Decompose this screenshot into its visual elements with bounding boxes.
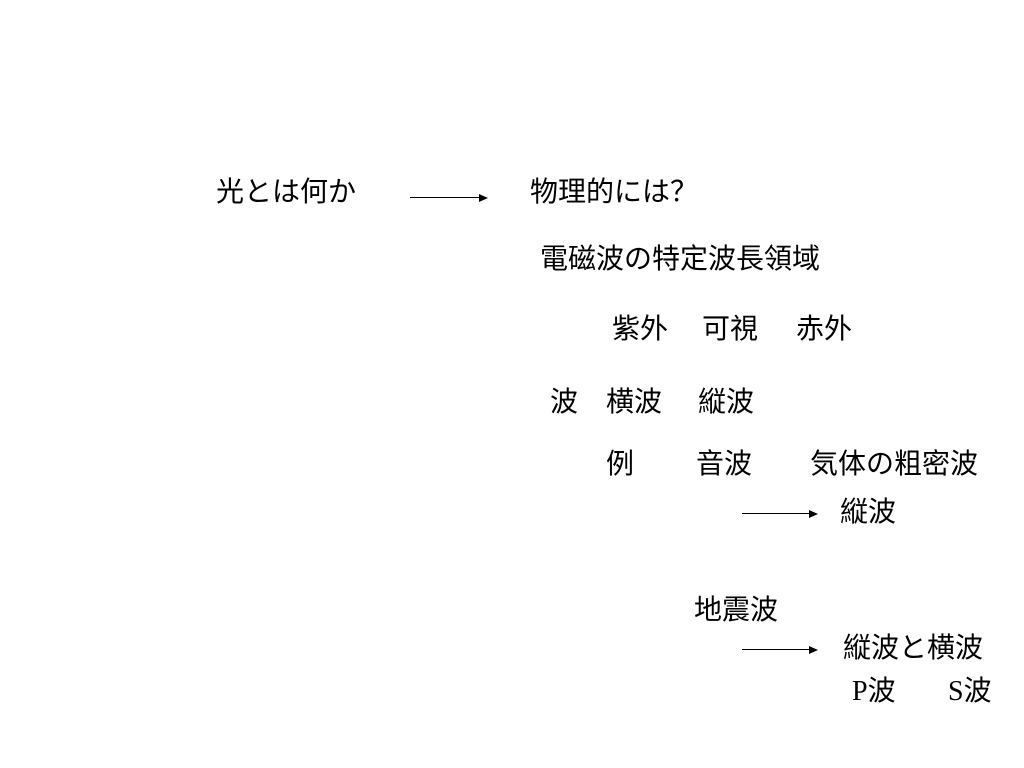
wave-label: 波: [550, 385, 579, 418]
arrow-right-icon: [742, 509, 820, 519]
s-wave-label: S波: [948, 676, 992, 707]
arrow-right-icon: [742, 645, 820, 655]
physically-heading: 物理的には？: [530, 175, 699, 208]
longitudinal-label: 縦波: [698, 385, 755, 418]
uv-label: 紫外: [612, 312, 669, 345]
seismic-wave-label: 地震波: [694, 593, 779, 626]
question-text: 光とは何か: [216, 175, 357, 208]
example-label: 例: [606, 447, 635, 480]
ir-label: 赤外: [796, 312, 853, 345]
sound-result-label: 縦波: [840, 495, 897, 528]
sound-wave-label: 音波: [696, 447, 753, 480]
transverse-label: 横波: [606, 385, 663, 418]
arrow-right-icon: [410, 193, 488, 203]
seismic-result-label: 縦波と横波: [843, 631, 984, 664]
p-wave-label: P波: [852, 676, 896, 707]
gas-density-wave-label: 気体の粗密波: [810, 447, 979, 480]
em-wave-text: 電磁波の特定波長領域: [540, 242, 821, 275]
visible-label: 可視: [702, 312, 759, 345]
